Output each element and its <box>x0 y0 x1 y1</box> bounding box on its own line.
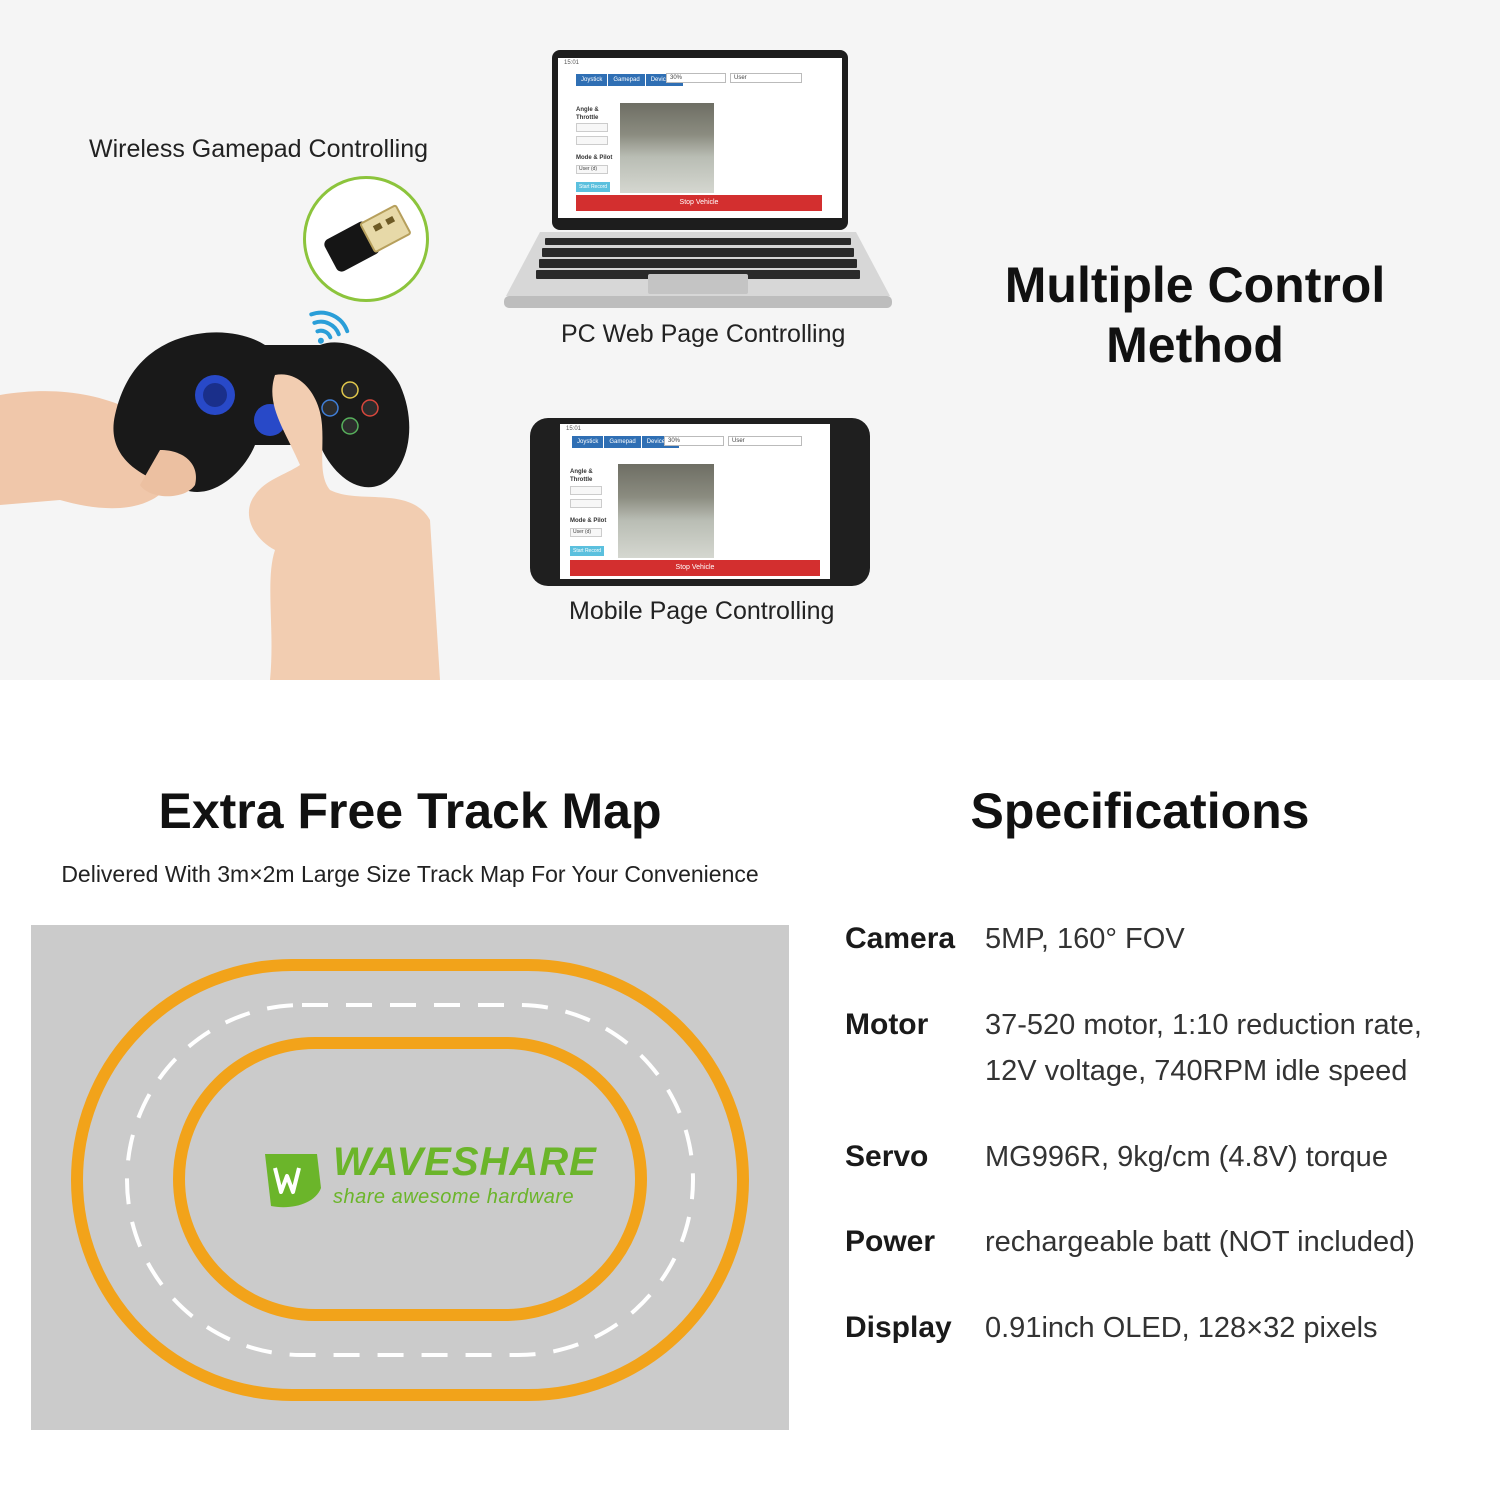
usb-dongle-icon <box>303 176 429 302</box>
mode-pilot-label: Mode & Pilot <box>570 518 607 524</box>
angle-label: Angle & <box>570 469 593 475</box>
angle-label: Angle & <box>576 107 599 113</box>
track-map-subtitle: Delivered With 3m×2m Large Size Track Ma… <box>61 861 759 887</box>
gamepad-in-hands-image <box>0 332 440 680</box>
waveshare-brand-text: WAVESHARE <box>333 1140 597 1184</box>
waveshare-logo-icon <box>265 1154 321 1208</box>
oval-track <box>71 959 749 1401</box>
angle-input[interactable] <box>570 486 602 495</box>
laptop-image: 15:01 Joystick Gamepad Device Tilt 30% U… <box>500 48 896 316</box>
spec-value: 0.91inch OLED, 128×32 pixels <box>985 1312 1378 1344</box>
tab-gamepad[interactable]: Gamepad <box>608 74 645 86</box>
headline-line-2: Method <box>1106 317 1284 373</box>
spec-key: Display <box>845 1311 952 1344</box>
phone-image: 15:01 Joystick Gamepad Device Tilt 30% U… <box>530 418 870 586</box>
waveshare-logo: WAVESHARE share awesome hardware <box>261 1140 621 1220</box>
status-time: 15:01 <box>564 60 580 66</box>
control-method-headline: Multiple Control Method <box>960 255 1430 375</box>
control-methods-panel: Wireless Gamepad Controlling <box>0 0 1500 680</box>
throttle-input[interactable] <box>570 499 602 508</box>
stop-vehicle-button[interactable]: Stop Vehicle <box>570 560 820 576</box>
headline-line-1: Multiple Control <box>1004 257 1386 313</box>
spec-key: Servo <box>845 1140 929 1173</box>
spec-key: Motor <box>845 1008 929 1041</box>
spec-value: MG996R, 9kg/cm (4.8V) torque <box>985 1141 1388 1173</box>
spec-value: 5MP, 160° FOV <box>985 923 1185 955</box>
spec-key: Power <box>845 1225 936 1258</box>
angle-input[interactable] <box>576 123 608 132</box>
tab-joystick[interactable]: Joystick <box>576 74 608 86</box>
wireless-signal-icon <box>309 310 350 344</box>
waveshare-tagline: share awesome hardware <box>333 1186 575 1208</box>
camera-feed <box>618 464 714 558</box>
throttle-label: Throttle <box>576 115 599 121</box>
camera-feed <box>620 103 714 193</box>
laptop-screen: 15:01 Joystick Gamepad Device Tilt 30% U… <box>558 58 842 218</box>
track-map-title: Extra Free Track Map <box>158 783 662 839</box>
gamepad-caption: Wireless Gamepad Controlling <box>89 135 429 163</box>
pc-caption: PC Web Page Controlling <box>561 320 846 348</box>
mobile-caption: Mobile Page Controlling <box>569 597 835 625</box>
mode-pilot-label: Mode & Pilot <box>576 155 613 161</box>
mode-pilot-select[interactable]: User (d) <box>576 165 608 174</box>
tab-gamepad[interactable]: Gamepad <box>604 436 641 448</box>
spec-value: rechargeable batt (NOT included) <box>985 1226 1415 1258</box>
status-time: 15:01 <box>566 426 582 432</box>
specifications-title: Specifications <box>970 783 1310 839</box>
tab-joystick[interactable]: Joystick <box>572 436 604 448</box>
mode-pilot-select[interactable]: User (d) <box>570 528 602 537</box>
start-record-button[interactable]: Start Record <box>576 182 611 192</box>
throttle-select[interactable]: 30% <box>666 73 726 83</box>
track-map-image: WAVESHARE share awesome hardware <box>31 925 789 1430</box>
phone-screen: 15:01 Joystick Gamepad Device Tilt 30% U… <box>560 424 830 579</box>
stop-vehicle-button[interactable]: Stop Vehicle <box>576 195 822 211</box>
mode-select[interactable]: User <box>730 73 802 83</box>
spec-key: Camera <box>845 922 956 955</box>
spec-value: 37-520 motor, 1:10 reduction rate, 12V v… <box>985 1009 1422 1087</box>
throttle-input[interactable] <box>576 136 608 145</box>
throttle-select[interactable]: 30% <box>664 436 724 446</box>
start-record-button[interactable]: Start Record <box>570 546 605 556</box>
mode-select[interactable]: User <box>728 436 802 446</box>
throttle-label: Throttle <box>570 477 593 483</box>
